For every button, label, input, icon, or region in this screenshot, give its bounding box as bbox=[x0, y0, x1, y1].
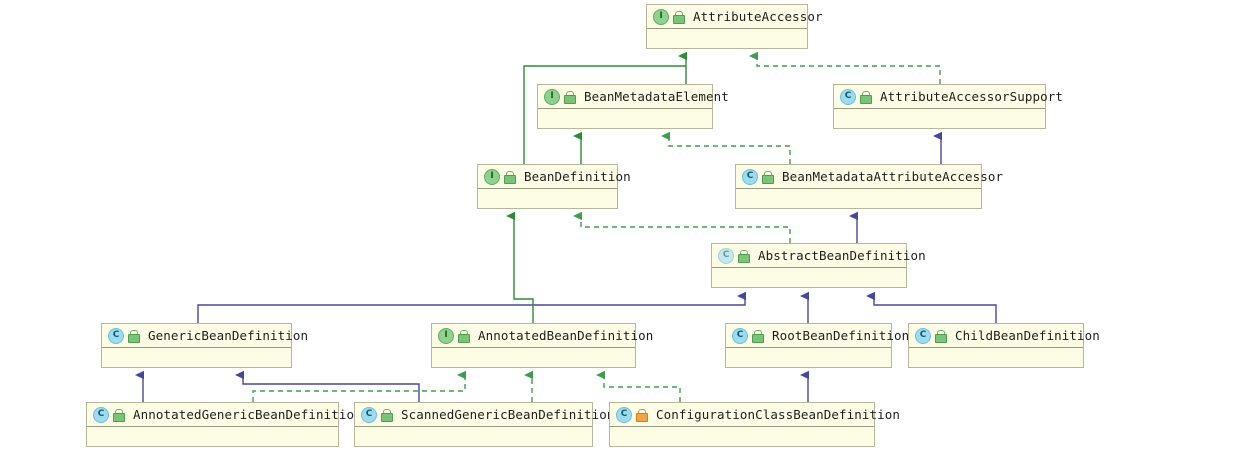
edge-annotatedGenericBeanDefinition-to-annotatedBeanDefinition bbox=[252, 370, 466, 402]
edge-scannedGenericBeanDefinition-to-genericBeanDefinition bbox=[235, 370, 420, 402]
uml-node-title: C ChildBeanDefinition bbox=[909, 324, 1100, 348]
uml-node-members bbox=[87, 427, 338, 446]
uml-node-abstractBeanDefinition[interactable]: C AbstractBeanDefinition bbox=[711, 243, 926, 288]
uml-node-attributeAccessor[interactable]: I AttributeAccessor bbox=[646, 4, 823, 49]
uml-node-members bbox=[538, 109, 712, 128]
uml-node-rootBeanDefinition[interactable]: C RootBeanDefinition bbox=[725, 323, 909, 368]
public-lock-icon bbox=[564, 90, 576, 104]
uml-node-beanMetadataAttributeAccessor[interactable]: C BeanMetadataAttributeAccessor bbox=[735, 164, 1003, 209]
uml-node-title: C AbstractBeanDefinition bbox=[712, 244, 926, 268]
interface-kind-icon: I bbox=[544, 88, 560, 105]
edge-configurationClassBeanDefinition-to-annotatedBeanDefinition bbox=[596, 370, 681, 402]
uml-node-label: AttributeAccessor bbox=[693, 9, 823, 24]
uml-node-label: BeanMetadataElement bbox=[584, 89, 729, 104]
uml-node-members bbox=[432, 348, 635, 367]
uml-node-members bbox=[647, 29, 807, 48]
uml-node-title: I AnnotatedBeanDefinition bbox=[432, 324, 653, 348]
uml-node-genericBeanDefinition[interactable]: C GenericBeanDefinition bbox=[101, 323, 308, 368]
uml-node-members bbox=[909, 348, 1083, 367]
uml-node-label: BeanMetadataAttributeAccessor bbox=[782, 169, 1004, 184]
edge-attributeAccessorSupport-to-attributeAccessor bbox=[749, 51, 941, 84]
uml-node-title: I BeanDefinition bbox=[478, 165, 631, 189]
uml-node-label: ConfigurationClassBeanDefinition bbox=[656, 407, 901, 422]
edge-beanMetadataAttributeAccessor-to-beanMetadataElement bbox=[661, 131, 791, 164]
uml-node-title: C RootBeanDefinition bbox=[726, 324, 909, 348]
uml-node-childBeanDefinition[interactable]: C ChildBeanDefinition bbox=[908, 323, 1100, 368]
uml-node-attributeAccessorSupport[interactable]: C AttributeAccessorSupport bbox=[833, 84, 1063, 129]
uml-node-members bbox=[355, 427, 592, 446]
public-lock-icon bbox=[381, 408, 393, 422]
class-kind-icon: C bbox=[915, 327, 931, 344]
uml-node-members bbox=[834, 109, 1045, 128]
uml-node-label: RootBeanDefinition bbox=[772, 328, 910, 343]
uml-node-members bbox=[610, 427, 874, 446]
interface-kind-icon: I bbox=[438, 327, 454, 344]
uml-node-label: ChildBeanDefinition bbox=[955, 328, 1100, 343]
uml-node-members bbox=[726, 348, 891, 367]
edge-abstractBeanDefinition-to-beanDefinition bbox=[573, 211, 791, 243]
class-kind-icon: C bbox=[718, 247, 734, 264]
uml-node-title: I AttributeAccessor bbox=[647, 5, 823, 29]
public-lock-icon bbox=[738, 249, 750, 263]
uml-node-title: C GenericBeanDefinition bbox=[102, 324, 308, 348]
public-lock-icon bbox=[128, 329, 140, 343]
public-lock-icon bbox=[860, 90, 872, 104]
public-lock-icon bbox=[762, 170, 774, 184]
uml-node-label: AnnotatedGenericBeanDefinition bbox=[133, 407, 362, 422]
uml-node-label: AbstractBeanDefinition bbox=[758, 248, 926, 263]
public-lock-icon bbox=[504, 170, 516, 184]
edge-annotatedBeanDefinition-to-beanDefinition bbox=[506, 211, 534, 323]
uml-node-title: C ScannedGenericBeanDefinition bbox=[355, 403, 614, 427]
uml-node-label: GenericBeanDefinition bbox=[148, 328, 309, 343]
uml-node-beanMetadataElement[interactable]: I BeanMetadataElement bbox=[537, 84, 729, 129]
uml-node-annotatedGenericBeanDefinition[interactable]: C AnnotatedGenericBeanDefinition bbox=[86, 402, 362, 447]
uml-node-members bbox=[102, 348, 291, 367]
public-lock-icon bbox=[458, 329, 470, 343]
uml-node-title: C BeanMetadataAttributeAccessor bbox=[736, 165, 1003, 189]
public-lock-icon bbox=[752, 329, 764, 343]
class-kind-icon: C bbox=[742, 168, 758, 185]
uml-node-label: AnnotatedBeanDefinition bbox=[478, 328, 654, 343]
uml-node-members bbox=[478, 189, 617, 208]
class-kind-icon: C bbox=[108, 327, 124, 344]
uml-node-label: BeanDefinition bbox=[524, 169, 631, 184]
edge-childBeanDefinition-to-abstractBeanDefinition bbox=[866, 291, 997, 323]
class-kind-icon: C bbox=[840, 88, 856, 105]
uml-node-annotatedBeanDefinition[interactable]: I AnnotatedBeanDefinition bbox=[431, 323, 653, 368]
class-kind-icon: C bbox=[361, 406, 377, 423]
class-kind-icon: C bbox=[93, 406, 109, 423]
uml-node-title: I BeanMetadataElement bbox=[538, 85, 729, 109]
uml-node-title: C AttributeAccessorSupport bbox=[834, 85, 1063, 109]
interface-kind-icon: I bbox=[653, 8, 669, 25]
uml-node-scannedGenericBeanDefinition[interactable]: C ScannedGenericBeanDefinition bbox=[354, 402, 614, 447]
uml-node-members bbox=[736, 189, 981, 208]
uml-node-label: ScannedGenericBeanDefinition bbox=[401, 407, 615, 422]
uml-node-label: AttributeAccessorSupport bbox=[880, 89, 1064, 104]
uml-node-configurationClassBeanDefinition[interactable]: C ConfigurationClassBeanDefinition bbox=[609, 402, 900, 447]
edge-genericBeanDefinition-to-abstractBeanDefinition bbox=[197, 291, 746, 323]
uml-node-members bbox=[712, 268, 906, 287]
public-lock-icon bbox=[113, 408, 125, 422]
public-lock-icon bbox=[935, 329, 947, 343]
public-lock-icon bbox=[673, 10, 685, 24]
interface-kind-icon: I bbox=[484, 168, 500, 185]
private-lock-icon bbox=[636, 408, 648, 422]
class-kind-icon: C bbox=[616, 406, 632, 423]
uml-node-title: C ConfigurationClassBeanDefinition bbox=[610, 403, 900, 427]
uml-node-title: C AnnotatedGenericBeanDefinition bbox=[87, 403, 362, 427]
class-kind-icon: C bbox=[732, 327, 748, 344]
uml-node-beanDefinition[interactable]: I BeanDefinition bbox=[477, 164, 631, 209]
